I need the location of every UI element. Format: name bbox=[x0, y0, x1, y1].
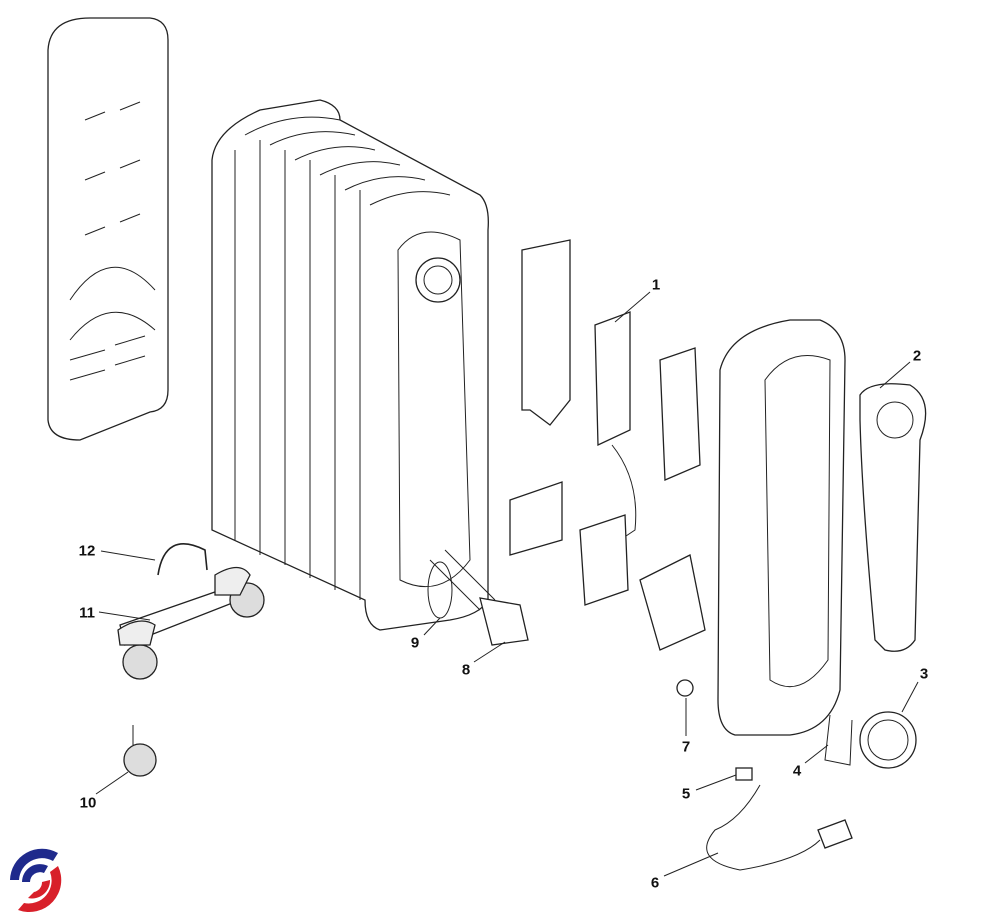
callout-3: 3 bbox=[919, 665, 929, 683]
callout-11: 11 bbox=[79, 604, 95, 622]
control-panel-part-2 bbox=[859, 383, 927, 652]
radiator-body bbox=[211, 99, 489, 631]
wheel-base-part-11 bbox=[117, 566, 265, 680]
handle-wire-part-12 bbox=[157, 543, 208, 576]
callout-8: 8 bbox=[461, 661, 471, 679]
thermostat-part-7 bbox=[676, 679, 694, 697]
caster-part-10 bbox=[123, 725, 157, 777]
heating-element-part-8 bbox=[479, 597, 529, 646]
callout-4: 4 bbox=[792, 762, 802, 780]
callout-12: 12 bbox=[78, 542, 96, 560]
callout-6: 6 bbox=[650, 874, 660, 892]
callout-1: 1 bbox=[651, 276, 661, 294]
mounting-bracket bbox=[521, 239, 571, 426]
callout-9: 9 bbox=[410, 634, 420, 652]
leader-lines bbox=[95, 291, 919, 877]
callout-2: 2 bbox=[912, 347, 922, 365]
callout-7: 7 bbox=[681, 738, 691, 756]
switch-holder bbox=[659, 347, 701, 481]
rear-cover bbox=[47, 17, 169, 441]
wire-part-4 bbox=[824, 714, 853, 766]
terminal-block bbox=[639, 554, 706, 651]
cord-clamp-part-5 bbox=[735, 767, 753, 781]
side-housing bbox=[717, 319, 846, 736]
brand-logo bbox=[10, 848, 62, 913]
cover-plate bbox=[509, 481, 563, 556]
power-cord-part-6 bbox=[706, 784, 821, 871]
callout-10: 10 bbox=[79, 794, 97, 812]
callout-5: 5 bbox=[681, 785, 691, 803]
control-board-part-1 bbox=[594, 311, 631, 447]
